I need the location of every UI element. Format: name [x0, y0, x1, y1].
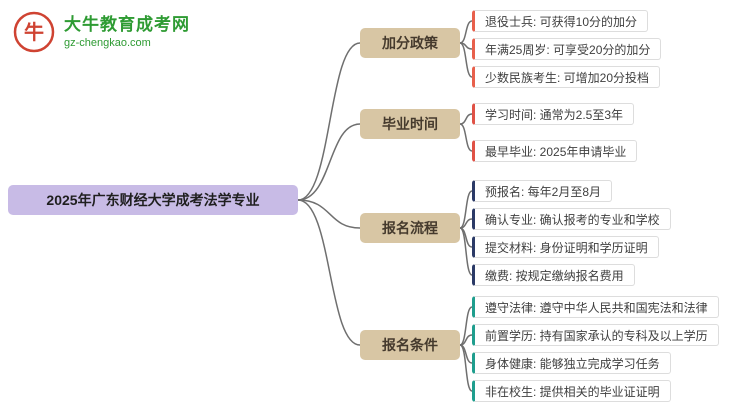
- site-name: 大牛教育成考网: [64, 14, 190, 34]
- logo-text: 大牛教育成考网 gz-chengkao.com: [64, 15, 190, 49]
- leaf-item: 非在校生: 提供相关的毕业证证明: [472, 380, 671, 402]
- leaf-group-registration-requirements: 遵守法律: 遵守中华人民共和国宪法和法律 前置学历: 持有国家承认的专科及以上学…: [472, 296, 719, 402]
- leaf-item: 身体健康: 能够独立完成学习任务: [472, 352, 671, 374]
- leaf-item: 学习时间: 通常为2.5至3年: [472, 103, 635, 125]
- leaf-item: 最早毕业: 2025年申请毕业: [472, 140, 638, 162]
- branch-node-graduation-time: 毕业时间: [360, 109, 460, 139]
- leaf-group-graduation-time: 学习时间: 通常为2.5至3年 最早毕业: 2025年申请毕业: [472, 103, 638, 162]
- leaf-item: 年满25周岁: 可享受20分的加分: [472, 38, 662, 60]
- leaf-item: 提交材料: 身份证明和学历证明: [472, 236, 659, 258]
- leaf-item: 确认专业: 确认报考的专业和学校: [472, 208, 671, 230]
- leaf-group-registration-process: 预报名: 每年2月至8月 确认专业: 确认报考的专业和学校 提交材料: 身份证明…: [472, 180, 671, 286]
- leaf-group-bonus-policy: 退役士兵: 可获得10分的加分 年满25周岁: 可享受20分的加分 少数民族考生…: [472, 10, 662, 88]
- leaf-item: 缴费: 按规定缴纳报名费用: [472, 264, 635, 286]
- leaf-item: 少数民族考生: 可增加20分投档: [472, 66, 661, 88]
- branch-node-bonus-policy: 加分政策: [360, 28, 460, 58]
- svg-text:牛: 牛: [24, 20, 44, 44]
- leaf-item: 前置学历: 持有国家承认的专科及以上学历: [472, 324, 719, 346]
- branch-node-registration-process: 报名流程: [360, 213, 460, 243]
- site-url: gz-chengkao.com: [64, 37, 151, 50]
- leaf-item: 退役士兵: 可获得10分的加分: [472, 10, 649, 32]
- leaf-item: 遵守法律: 遵守中华人民共和国宪法和法律: [472, 296, 719, 318]
- root-topic: 2025年广东财经大学成考法学专业: [8, 185, 298, 215]
- branch-node-registration-requirements: 报名条件: [360, 330, 460, 360]
- leaf-item: 预报名: 每年2月至8月: [472, 180, 613, 202]
- logo-bull-icon: 牛: [13, 11, 55, 53]
- site-logo: 牛 大牛教育成考网 gz-chengkao.com: [12, 10, 190, 54]
